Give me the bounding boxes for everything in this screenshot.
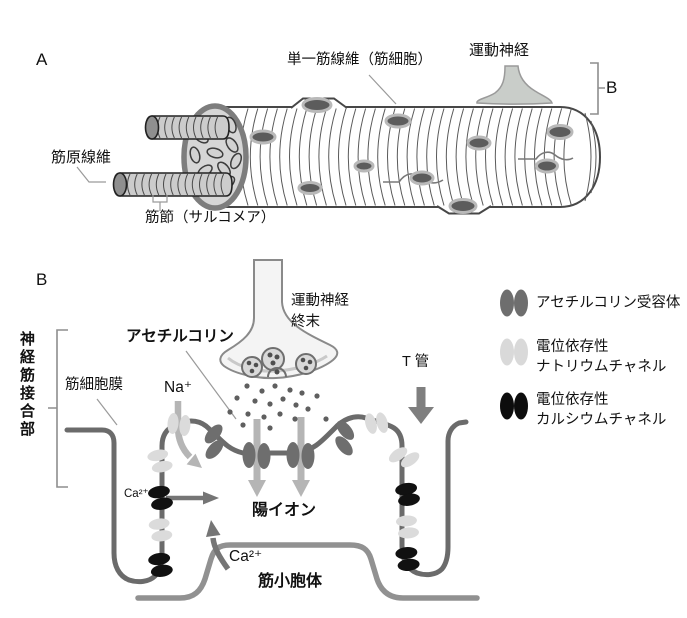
na-influx-arrow [174,401,193,460]
panel-a-label: A [36,50,48,69]
ach-label: アセチルコリン [126,328,234,345]
motor-nerve-terminal-a [476,65,553,105]
myofibril-upper [144,115,230,140]
panel-b-label: B [36,270,48,289]
fiber-label-line [368,74,397,105]
motor-nerve-terminal-b [219,259,339,380]
legend-item-na-channel: 電位依存性 ナトリウムチャネル [536,339,667,375]
na-channels [147,412,420,542]
membrane-label: 筋細胞膜 [65,377,123,393]
ca-channel-icon [500,392,528,420]
na-channel-icon [500,338,528,366]
t-tubule-label: T 管 [402,354,430,370]
fiber-nuclei [249,97,574,214]
legend-swatches [500,289,528,420]
t-tubule-arrowhead [408,407,434,424]
ca-channel-arrowhead [203,491,219,505]
ach-receptors [204,420,355,469]
myofibril-label-line [76,166,106,183]
myofibril-striations [127,173,225,196]
sarcoplasmic-reticulum [135,542,480,601]
na-label: Na⁺ [164,379,192,396]
nmj-label: 神経筋接合部 [18,331,35,439]
cation-arrowhead-2 [292,480,310,497]
ca-release-arrowhead [206,520,221,537]
fiber-striations [240,108,572,206]
nmj-illustration [48,259,528,601]
ach-receptor-icon [500,289,528,317]
sarcomere-label: 筋節（サルコメア） [145,210,276,226]
membrane-label-line [96,398,118,426]
muscle-cell-membrane [64,414,469,585]
ach-label-line [185,350,237,420]
ca-release-label: Ca²⁺ [229,548,263,565]
terminal-label: 運動神経 終末 [291,293,349,330]
cation-label: 陽イオン [252,502,317,519]
myofibril-striations [157,116,219,139]
fusing-vesicle [267,367,287,378]
motor-nerve-label: 運動神経 [469,42,530,59]
capillary-squiggle [518,151,574,161]
myofibril-label: 筋原線維 [51,149,112,166]
myofibril-lower [112,172,233,197]
nmj-bracket [48,329,68,488]
fiber-label: 単一筋線維（筋細胞） [287,52,432,68]
cation-arrowhead-1 [248,480,266,497]
sr-label: 筋小胞体 [258,573,323,590]
ca-channel-label: Ca²⁺ [124,488,149,500]
synaptic-vesicles [241,347,317,378]
b-bracket-label: B [606,78,618,97]
sarcomere-bracket [152,195,168,211]
muscle-fiber-illustration [76,62,605,215]
legend-item-ca-channel: 電位依存性 カルシウムチャネル [536,392,667,428]
b-bracket [590,62,605,115]
ca-channels [148,482,420,577]
legend-item-ach-receptor: アセチルコリン受容体 [536,295,681,311]
ca-release-arrow [210,537,231,571]
na-influx-arrowhead [186,453,202,468]
ach-molecules [227,383,329,431]
